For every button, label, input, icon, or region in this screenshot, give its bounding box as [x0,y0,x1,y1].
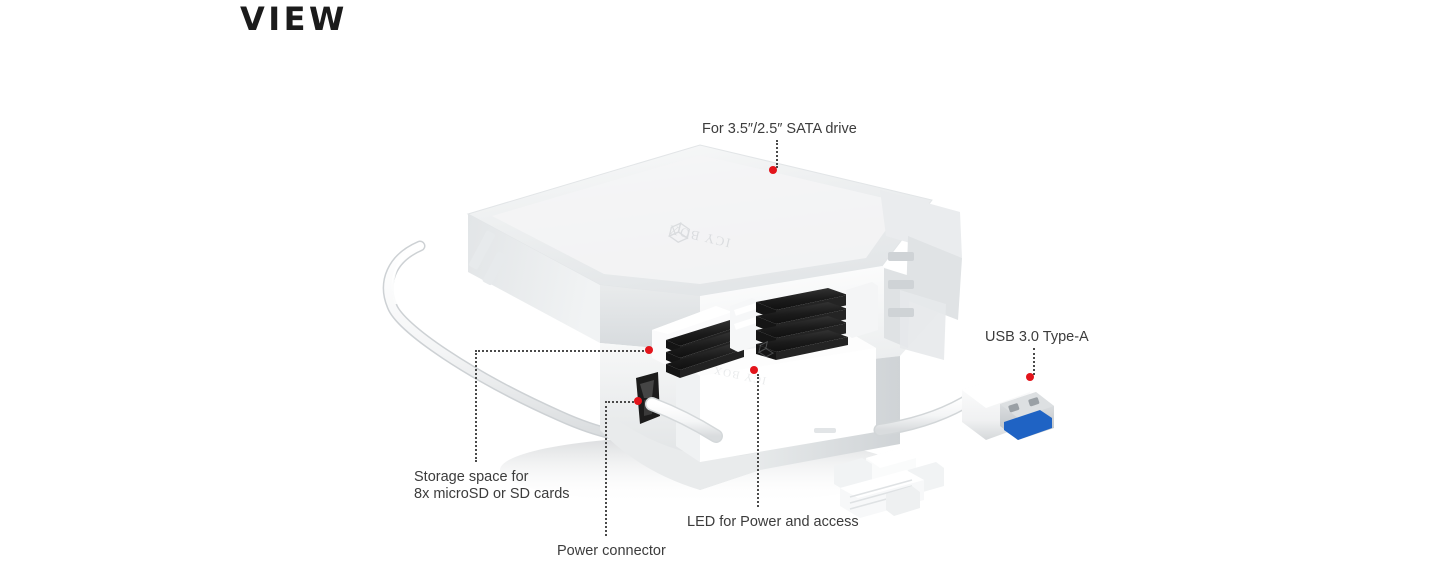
led-indicator [814,428,836,433]
leader-line-sata-drive [776,140,778,168]
memory-card-slots [652,282,878,378]
callout-label-storage-space: Storage space for 8x microSD or SD cards [414,469,570,502]
leader-line-usb-type-a [1033,348,1035,375]
callout-dot-storage-space [645,346,653,354]
callout-label-power-connector: Power connector [557,543,666,559]
power-cable-end [645,397,723,443]
leader-line-power-connector-horizontal [605,401,637,403]
accessory-bracket [834,448,944,518]
leader-line-led-power-access [757,374,759,507]
callout-label-sata-drive: For 3.5″/2.5″ SATA drive [702,121,857,137]
sd-card-stack [756,288,848,360]
callout-dot-usb-type-a [1026,373,1034,381]
callout-dot-led-power-access [750,366,758,374]
page-title: VIEW [240,0,348,38]
callout-label-led-power-access: LED for Power and access [687,514,859,530]
usb-type-a-plug [873,374,1054,440]
leader-line-storage-space-vertical [475,350,477,462]
leader-line-storage-space-horizontal [475,350,648,352]
leader-line-power-connector-vertical [605,401,607,536]
callout-label-usb-type-a: USB 3.0 Type-A [985,329,1089,345]
callout-dot-power-connector [634,397,642,405]
callout-dot-sata-drive [769,166,777,174]
microsd-card-stack [666,320,744,378]
